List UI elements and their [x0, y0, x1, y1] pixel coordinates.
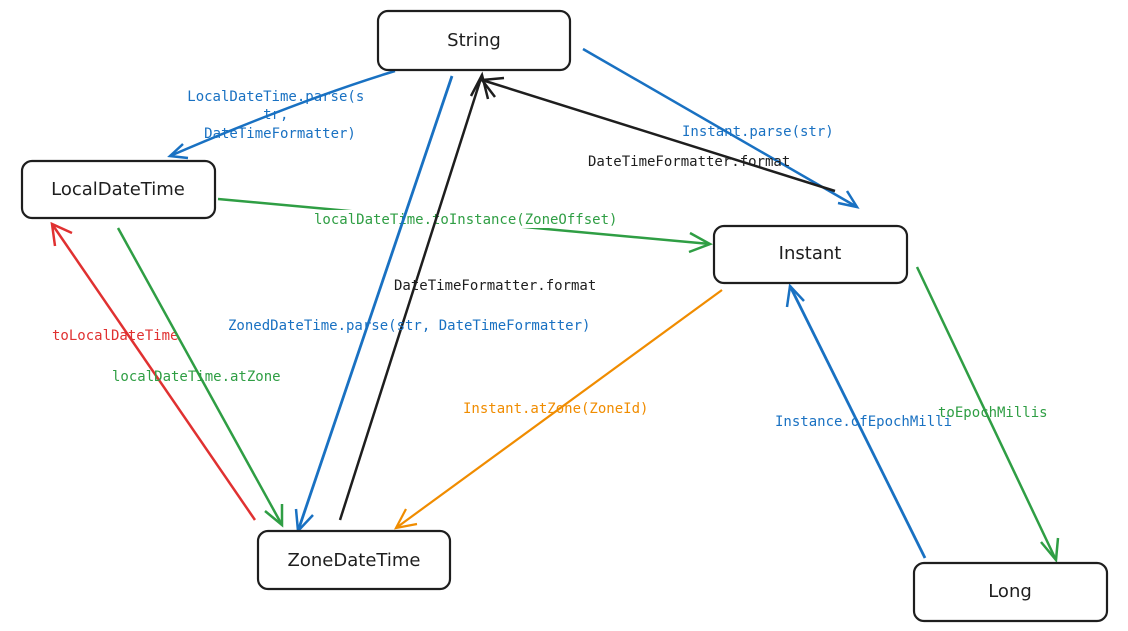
edge-label-instant-to-long: toEpochMillis	[938, 405, 1048, 421]
edge-line	[296, 75, 454, 532]
node-box	[912, 561, 1109, 623]
edge-line	[481, 78, 836, 193]
edge-label-localdatetime-to-instant: localDateTime.toInstance(ZoneOffset)	[314, 212, 617, 228]
node-box	[256, 529, 452, 591]
edge-line	[395, 289, 723, 529]
arrowhead	[785, 283, 805, 308]
arrowhead	[469, 71, 490, 100]
edge-line	[338, 74, 484, 521]
nodes: String LocalDateTime Instant ZoneDateTim…	[20, 9, 1109, 623]
edge-label-string-to-localdatetime: LocalDateTime.parse(s tr, DateTimeFormat…	[187, 89, 372, 142]
edge-label-string-to-instant: Instant.parse(str)	[682, 124, 834, 140]
arrowhead	[50, 221, 73, 247]
node-localdatetime[interactable]: LocalDateTime	[20, 159, 217, 220]
node-box	[712, 224, 909, 285]
edge-label-long-to-instant: Instance.ofEpochMilli	[775, 414, 952, 430]
arrowhead	[837, 190, 860, 209]
edge-line	[116, 227, 284, 526]
label-line: DateTimeFormatter)	[204, 126, 356, 142]
node-instant[interactable]: Instant	[712, 224, 909, 285]
edge-string-to-instant: Instant.parse(str)	[582, 47, 860, 209]
label-line: LocalDateTime.parse(s	[187, 89, 364, 105]
arrowhead	[688, 231, 713, 254]
edge-long-to-instant: Instance.ofEpochMilli	[775, 283, 952, 559]
node-box	[376, 9, 572, 72]
node-long[interactable]: Long	[912, 561, 1109, 623]
edge-line	[169, 69, 396, 158]
edge-string-to-zonedatetime	[294, 75, 454, 534]
node-label-string: String	[447, 30, 501, 51]
edge-line	[582, 47, 858, 209]
label-line: tr,	[263, 107, 288, 123]
edge-instant-to-zonedatetime: Instant.atZone(ZoneId)	[393, 289, 723, 530]
label-backdrop	[313, 210, 618, 228]
arrowhead	[393, 508, 418, 530]
arrowhead	[1040, 537, 1060, 564]
node-label-instant: Instant	[779, 243, 842, 264]
node-string[interactable]: String	[376, 9, 572, 72]
edge-label-string-to-zonedatetime: ZonedDateTime.parse(str, DateTimeFormatt…	[228, 318, 590, 334]
edge-label-instant-to-string: DateTimeFormatter.format	[588, 154, 790, 170]
edge-line	[788, 285, 927, 559]
edge-label-zonedatetime-to-string: DateTimeFormatter.format	[394, 278, 596, 294]
edge-label-instant-to-zonedatetime: Instant.atZone(ZoneId)	[463, 401, 648, 417]
edge-line	[915, 266, 1058, 561]
edge-zonedatetime-to-localdatetime: toLocalDateTime	[50, 221, 257, 521]
arrowhead	[264, 504, 284, 528]
edge-label-zonedatetime-to-localdatetime: toLocalDateTime	[52, 328, 178, 344]
edge-localdatetime-to-zonedatetime: localDateTime.atZone	[112, 227, 284, 528]
node-box	[20, 159, 217, 220]
edge-localdatetime-to-instant: localDateTime.toInstance(ZoneOffset)	[217, 197, 713, 254]
arrowhead	[167, 143, 189, 160]
edges: LocalDateTime.parse(s tr, DateTimeFormat…	[50, 47, 1060, 564]
edge-instant-to-long: toEpochMillis	[915, 266, 1060, 564]
edge-zonedatetime-to-string	[338, 71, 490, 521]
edge-string-to-localdatetime: LocalDateTime.parse(s tr, DateTimeFormat…	[167, 69, 396, 160]
node-label-zonedatetime: ZoneDateTime	[288, 550, 421, 571]
node-zonedatetime[interactable]: ZoneDateTime	[256, 529, 452, 591]
node-label-localdatetime: LocalDateTime	[51, 179, 185, 200]
edge-line	[50, 223, 257, 521]
edge-label-localdatetime-to-zonedatetime: localDateTime.atZone	[112, 369, 281, 385]
node-label-long: Long	[988, 581, 1032, 602]
